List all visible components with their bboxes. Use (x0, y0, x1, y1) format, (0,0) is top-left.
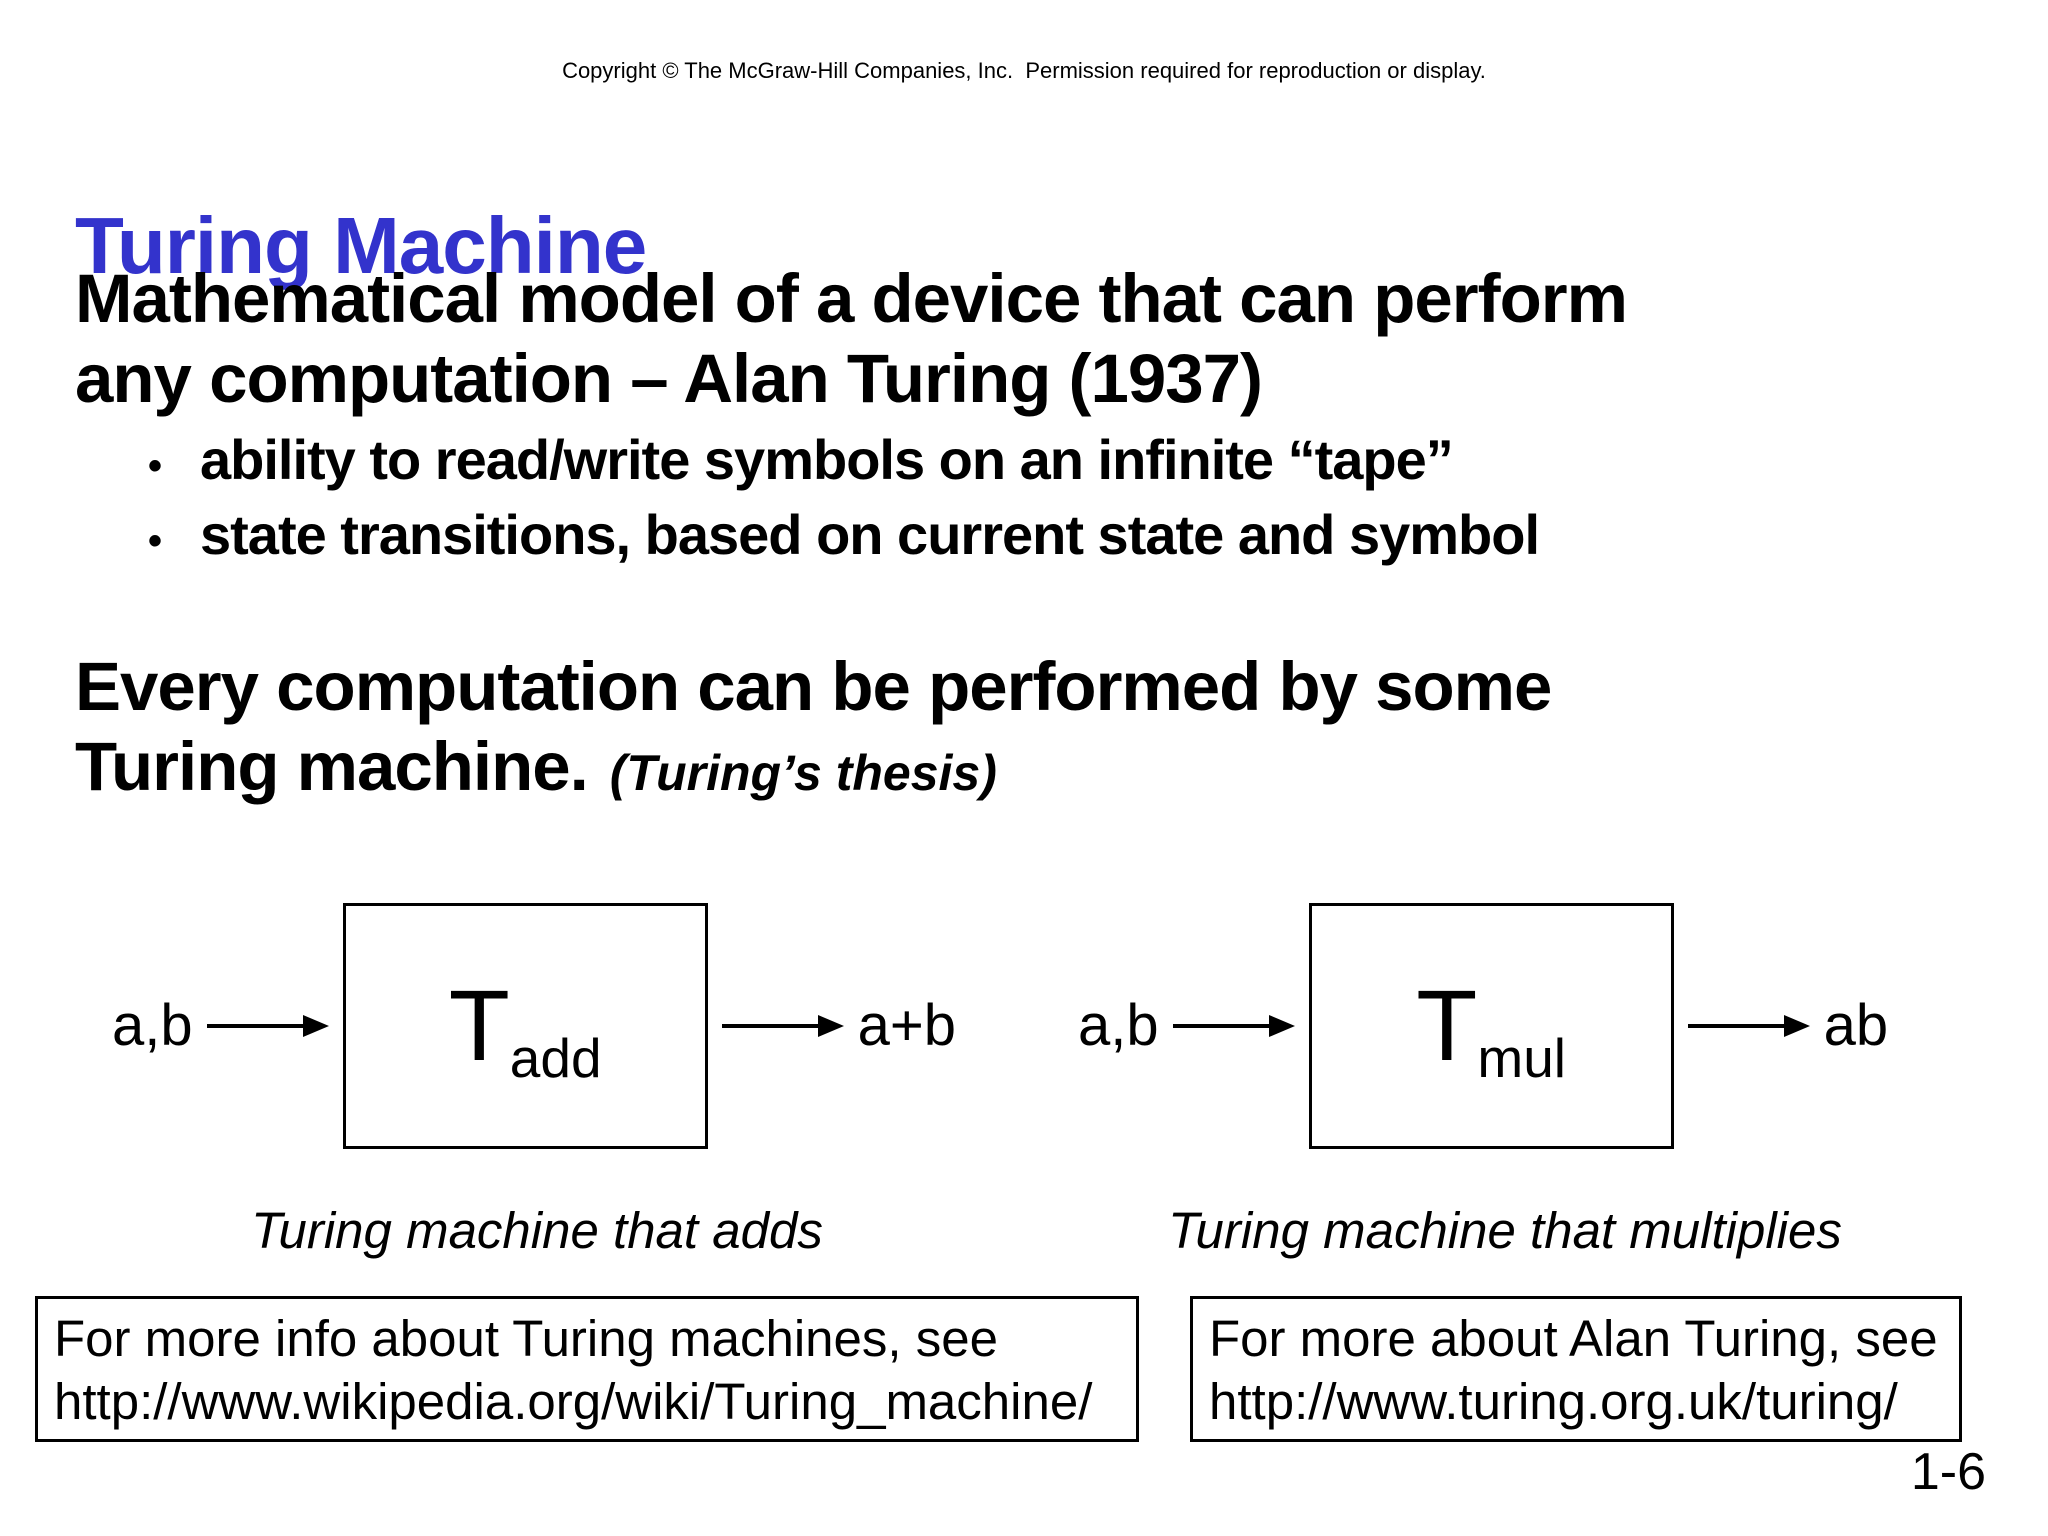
thesis-paragraph: Every computation can be performed by so… (75, 647, 1552, 813)
arrow-right-icon (206, 1015, 329, 1037)
thesis-line-1: Every computation can be performed by so… (75, 648, 1552, 725)
diagram-input-label: a,b (1078, 993, 1159, 1058)
intro-line-1: Mathematical model of a device that can … (75, 260, 1628, 337)
bullet-icon: • (148, 444, 162, 488)
diagram-output-label: a+b (857, 993, 957, 1058)
page-title: Turing Machine (75, 200, 647, 290)
bullet-text: ability to read/write symbols on an infi… (200, 428, 1454, 491)
thesis-line-2-text: Turing machine. (75, 728, 589, 805)
thesis-note: (Turing’s thesis) (609, 745, 997, 801)
arrow-right-icon (1687, 1015, 1810, 1037)
info-text: For more info about Turing machines, see (54, 1310, 998, 1367)
bullet-icon: • (148, 519, 162, 563)
page-number: 1-6 (1910, 1443, 1986, 1501)
box-label: T (448, 970, 510, 1082)
list-item: • state transitions, based on current st… (148, 497, 1540, 572)
copyright-notice: Copyright © The McGraw-Hill Companies, I… (562, 58, 1486, 83)
bullet-text: state transitions, based on current stat… (200, 503, 1540, 566)
intro-paragraph: Mathematical model of a device that can … (75, 259, 1628, 419)
list-item: • ability to read/write symbols on an in… (148, 422, 1539, 497)
arrow-right-icon (721, 1015, 844, 1037)
box-subscript: add (509, 1026, 602, 1089)
intro-line-2: any computation – Alan Turing (1937) (75, 340, 1263, 417)
diagram-caption-mul: Turing machine that multiplies (1168, 1202, 1842, 1259)
thesis-line-2: Turing machine. (Turing’s thesis) (75, 727, 1551, 813)
bullet-list: • ability to read/write symbols on an in… (148, 422, 1540, 572)
diagram-output-label: ab (1823, 993, 1889, 1058)
arrow-right-icon (1172, 1015, 1295, 1037)
diagram-caption-add: Turing machine that adds (251, 1202, 823, 1259)
diagram-input-label: a,b (112, 993, 193, 1058)
info-url: http://www.wikipedia.org/wiki/Turing_mac… (54, 1373, 1093, 1430)
info-text: For more about Alan Turing, see (1209, 1310, 1938, 1367)
info-box-alan-turing: For more about Alan Turing, see http://w… (1190, 1296, 1962, 1442)
box-label: T (1416, 970, 1478, 1082)
box-subscript: mul (1477, 1026, 1566, 1089)
info-box-turing-machines: For more info about Turing machines, see… (35, 1296, 1139, 1442)
info-url: http://www.turing.org.uk/turing/ (1209, 1373, 1898, 1430)
